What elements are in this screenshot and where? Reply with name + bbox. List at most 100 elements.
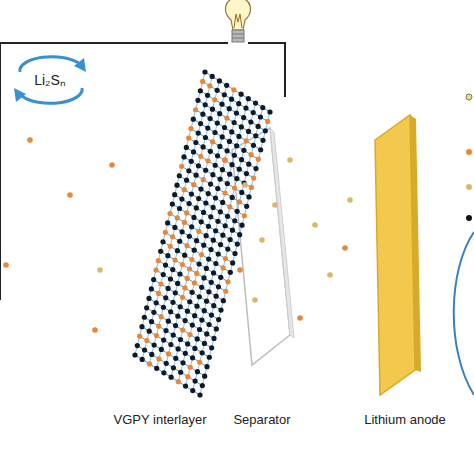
carbon-dot bbox=[209, 312, 214, 317]
carbon-dot bbox=[202, 341, 207, 346]
sulfur-dot bbox=[210, 139, 215, 144]
sulfur-dot bbox=[194, 271, 199, 276]
sulfur-dot bbox=[182, 285, 187, 290]
carbon-dot bbox=[210, 172, 215, 177]
carbon-dot bbox=[202, 374, 207, 379]
carbon-dot bbox=[181, 154, 186, 159]
lattice-strand bbox=[200, 91, 265, 131]
sulfur-dot bbox=[163, 230, 168, 235]
carbon-dot bbox=[147, 329, 152, 334]
sulfur-dot bbox=[156, 258, 161, 263]
sulfur-dot bbox=[193, 107, 198, 112]
carbon-dot bbox=[182, 253, 187, 258]
lattice-strand bbox=[191, 129, 256, 169]
carbon-dot bbox=[228, 237, 233, 242]
sulfur-dot bbox=[156, 356, 161, 361]
carbon-dot bbox=[179, 196, 184, 201]
part-label: VGPY interlayer bbox=[112, 412, 209, 428]
lattice-strand bbox=[147, 308, 212, 348]
carbon-dot bbox=[235, 241, 240, 246]
carbon-dot bbox=[230, 228, 235, 233]
particle bbox=[272, 202, 278, 208]
carbon-dot bbox=[204, 364, 209, 369]
lattice-strand bbox=[163, 242, 228, 282]
carbon-dot bbox=[187, 234, 192, 239]
sulfur-dot bbox=[251, 175, 256, 180]
carbon-dot bbox=[183, 351, 188, 356]
shuttle-arrows bbox=[20, 57, 82, 104]
lithium-anode bbox=[375, 115, 415, 395]
carbon-dot bbox=[258, 114, 263, 119]
carbon-dot bbox=[166, 319, 171, 324]
sulfur-dot bbox=[265, 119, 270, 124]
carbon-dot bbox=[173, 323, 178, 328]
carbon-dot bbox=[197, 327, 202, 332]
carbon-dot bbox=[163, 263, 168, 268]
carbon-dot bbox=[160, 239, 165, 244]
carbon-dot bbox=[216, 251, 221, 256]
circuit-wire bbox=[248, 43, 285, 97]
legend-dot bbox=[466, 184, 472, 190]
carbon-dot bbox=[195, 98, 200, 103]
particle bbox=[242, 182, 248, 188]
lattice-strand bbox=[142, 76, 212, 359]
carbon-dot bbox=[236, 134, 241, 139]
carbon-dot bbox=[163, 328, 168, 333]
carbon-dot bbox=[241, 115, 246, 120]
sulfur-dot bbox=[256, 157, 261, 162]
carbon-dot bbox=[216, 317, 221, 322]
lattice-strand bbox=[158, 261, 223, 301]
carbon-dot bbox=[220, 200, 225, 205]
carbon-dot bbox=[217, 111, 222, 116]
carbon-dot bbox=[227, 106, 232, 111]
sulfur-dot bbox=[156, 324, 161, 329]
sulfur-dot bbox=[223, 256, 228, 261]
sulfur-dot bbox=[187, 332, 192, 337]
carbon-dot bbox=[190, 290, 195, 295]
carbon-dot bbox=[180, 360, 185, 365]
sulfur-dot bbox=[221, 265, 226, 270]
carbon-dot bbox=[164, 361, 169, 366]
carbon-dot bbox=[165, 253, 170, 258]
particle bbox=[259, 237, 265, 243]
carbon-dot bbox=[248, 119, 253, 124]
carbon-dot bbox=[142, 315, 147, 320]
carbon-dot bbox=[237, 232, 242, 237]
carbon-dot bbox=[208, 149, 213, 154]
carbon-dot bbox=[234, 110, 239, 115]
carbon-dot bbox=[229, 129, 234, 134]
edge-curve bbox=[454, 232, 474, 395]
sulfur-dot bbox=[170, 234, 175, 239]
carbon-dot bbox=[246, 194, 251, 199]
particle bbox=[3, 262, 9, 268]
carbon-dot bbox=[177, 206, 182, 211]
carbon-dot bbox=[251, 110, 256, 115]
carbon-dot bbox=[208, 182, 213, 187]
carbon-dot bbox=[194, 304, 199, 309]
vgpy-lattice bbox=[132, 69, 272, 397]
carbon-dot bbox=[200, 350, 205, 355]
carbon-dot bbox=[201, 144, 206, 149]
carbon-dot bbox=[189, 224, 194, 229]
lattice-strand bbox=[135, 355, 200, 395]
carbon-dot bbox=[220, 167, 225, 172]
carbon-dot bbox=[135, 343, 140, 348]
carbon-dot bbox=[225, 148, 230, 153]
sulfur-dot bbox=[205, 158, 210, 163]
carbon-dot bbox=[237, 167, 242, 172]
lattice-strand bbox=[205, 72, 270, 112]
carbon-dot bbox=[244, 171, 249, 176]
carbon-dot bbox=[236, 101, 241, 106]
carbon-dot bbox=[203, 200, 208, 205]
sulfur-dot bbox=[182, 187, 187, 192]
carbon-dot bbox=[217, 78, 222, 83]
carbon-dot bbox=[211, 205, 216, 210]
carbon-dot bbox=[227, 139, 232, 144]
carbon-dot bbox=[197, 294, 202, 299]
carbon-dot bbox=[204, 331, 209, 336]
carbon-dot bbox=[253, 133, 258, 138]
carbon-dot bbox=[196, 163, 201, 168]
sulfur-dot bbox=[184, 243, 189, 248]
carbon-dot bbox=[217, 144, 222, 149]
carbon-dot bbox=[161, 272, 166, 277]
